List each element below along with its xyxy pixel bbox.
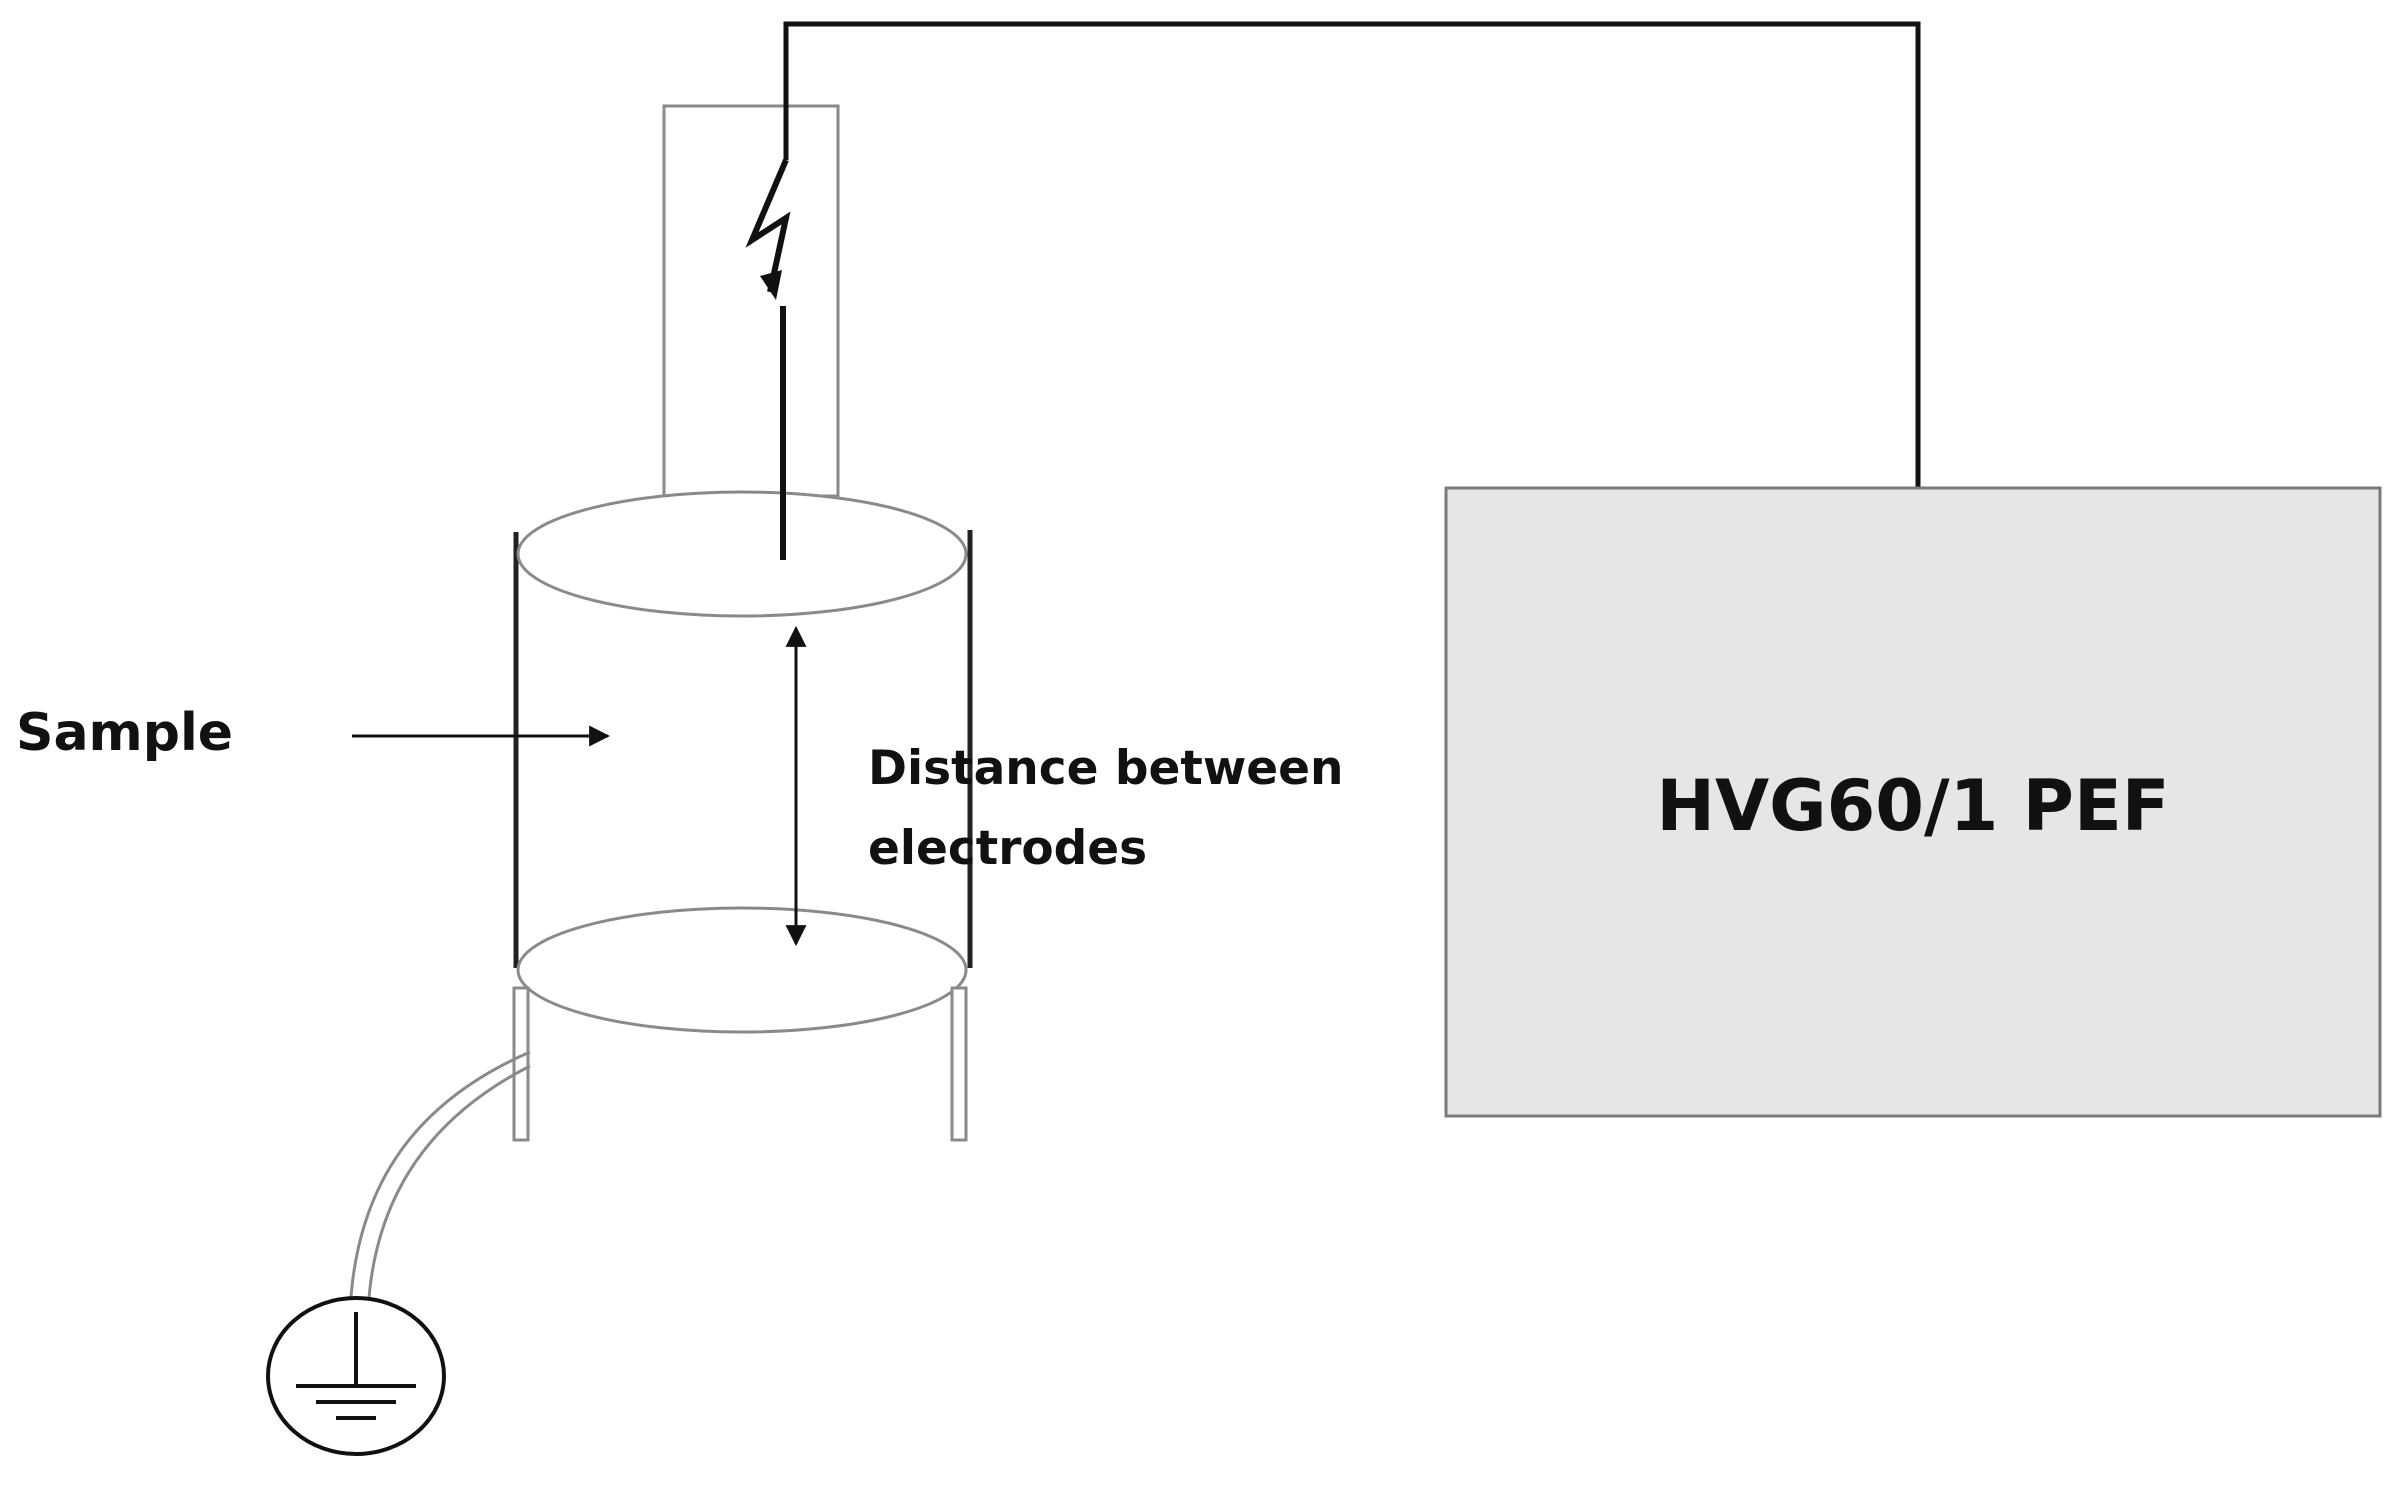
generator-label: HVG60/1 PEF (1656, 765, 2169, 847)
generator-box (1444, 486, 2382, 1118)
top-electrode (516, 490, 968, 618)
ground-symbol-icon (266, 1296, 446, 1456)
lightning-bolt-icon (745, 158, 791, 300)
ground-cable (348, 1050, 531, 1313)
sample-label: Sample (16, 703, 233, 763)
chamber-right-leg (950, 986, 968, 1142)
bottom-electrode (516, 906, 968, 1034)
electrode-holder (662, 104, 840, 498)
distance-label-line2: electrodes (868, 821, 1147, 876)
distance-label-line1: Distance between (868, 741, 1343, 796)
chamber-left-leg (512, 986, 530, 1142)
high-voltage-wire (783, 21, 1921, 488)
